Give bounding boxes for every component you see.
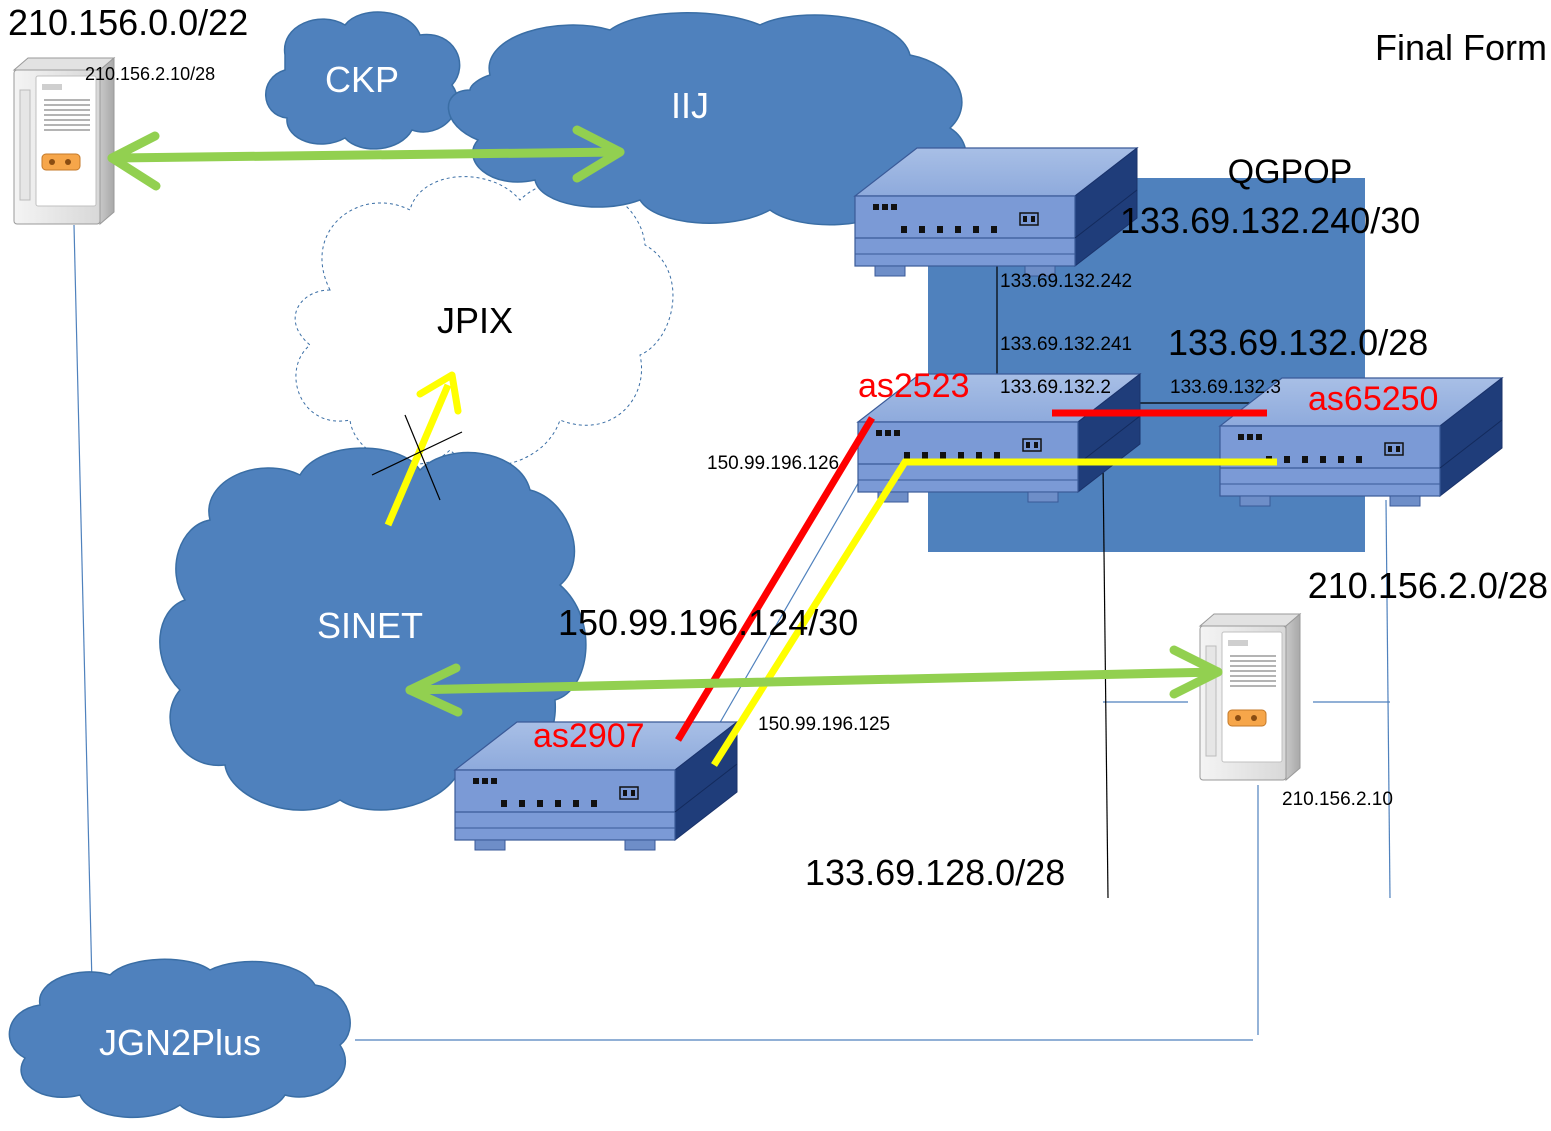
sinet-to-right-server-arrow bbox=[405, 645, 1223, 717]
green-arrows bbox=[107, 125, 1223, 717]
diagram-title: Final Form bbox=[1375, 27, 1547, 68]
right-net-vertical-line bbox=[1385, 499, 1391, 899]
sinet-link-net-label: 150.99.196.124/30 bbox=[558, 602, 858, 643]
blocked-x-mark bbox=[371, 414, 463, 501]
qgpop-subnet-label: 133.69.132.240/30 bbox=[1120, 200, 1420, 241]
as65250-left-addr: 133.69.132.3 bbox=[1170, 377, 1281, 398]
as65250-label: as65250 bbox=[1308, 380, 1438, 418]
as2523-sinet-side-addr: 150.99.196.126 bbox=[707, 453, 839, 474]
ckp-label: CKP bbox=[325, 59, 399, 100]
yellow-traffic-path bbox=[711, 458, 1277, 767]
left-server-to-jgn2plus-line bbox=[73, 224, 93, 986]
as2523-up-addr: 133.69.132.241 bbox=[1000, 334, 1132, 355]
iij-label: IIJ bbox=[671, 85, 709, 126]
left-server-ip-label: 210.156.2.10/28 bbox=[85, 64, 215, 84]
sinet-to-jpix-arrow bbox=[384, 371, 462, 527]
right-server-ip-label: 210.156.2.10 bbox=[1282, 789, 1393, 810]
as2907-side-addr: 150.99.196.125 bbox=[758, 714, 890, 735]
left-prefix-label: 210.156.0.0/22 bbox=[8, 2, 248, 43]
lower-net-label: 133.69.128.0/28 bbox=[805, 852, 1065, 893]
jpix-label: JPIX bbox=[437, 300, 513, 341]
as2907-label: as2907 bbox=[533, 717, 645, 755]
right-net-label: 210.156.2.0/28 bbox=[1308, 565, 1548, 606]
jgn2plus-cloud-icon bbox=[8, 958, 351, 1119]
right-server-icon bbox=[1199, 613, 1301, 781]
as2523-right-addr: 133.69.132.2 bbox=[1000, 377, 1111, 398]
qgpop-label: QGPOP bbox=[1228, 153, 1353, 191]
as2523-label: as2523 bbox=[858, 367, 970, 405]
jgn2plus-label: JGN2Plus bbox=[99, 1022, 261, 1063]
sinet-label: SINET bbox=[317, 605, 423, 646]
left-server-to-iij-arrow bbox=[107, 125, 625, 191]
lower-net-vertical-line bbox=[1102, 464, 1109, 899]
upper-router-down-addr: 133.69.132.242 bbox=[1000, 271, 1132, 292]
as2523-as65250-net-label: 133.69.132.0/28 bbox=[1168, 322, 1428, 363]
jpix-cloud-icon bbox=[294, 176, 674, 466]
